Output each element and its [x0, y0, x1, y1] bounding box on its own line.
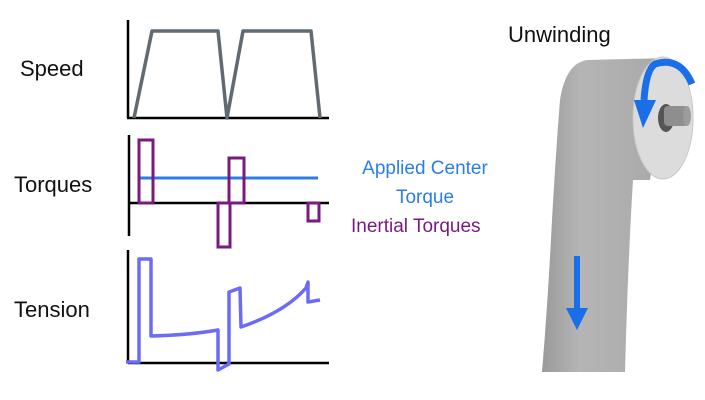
applied-torque-legend-line1: Applied Center: [362, 158, 488, 179]
inertial-pulse: [227, 156, 246, 205]
speed-trace: [132, 29, 322, 120]
shaft: [664, 106, 688, 126]
tension-trace: [126, 257, 321, 372]
torques-chart: [127, 135, 329, 249]
inertial-pulse: [137, 138, 155, 205]
applied-torque-legend: Applied Center Torque: [350, 154, 500, 212]
tension-label: Tension: [14, 297, 90, 322]
inertial-pulse: [306, 201, 321, 223]
down-arrow-head-icon: [566, 308, 588, 330]
tension-chart: [126, 250, 329, 372]
inertial-pulse: [216, 201, 232, 249]
shaft-end: [683, 106, 691, 126]
unwinding-title: Unwinding: [508, 22, 611, 47]
inertial-torque-legend: Inertial Torques: [351, 216, 481, 237]
rotation-arrow-head-icon: [634, 100, 656, 128]
rotation-arc: [640, 58, 696, 101]
speed-chart: [126, 20, 329, 120]
roll-illustration: [542, 56, 696, 372]
speed-label: Speed: [20, 56, 84, 81]
applied-torque-legend-line2: Torque: [395, 187, 455, 208]
torques-label: Torques: [14, 172, 93, 197]
inertial-torque-pulses: [137, 138, 321, 249]
